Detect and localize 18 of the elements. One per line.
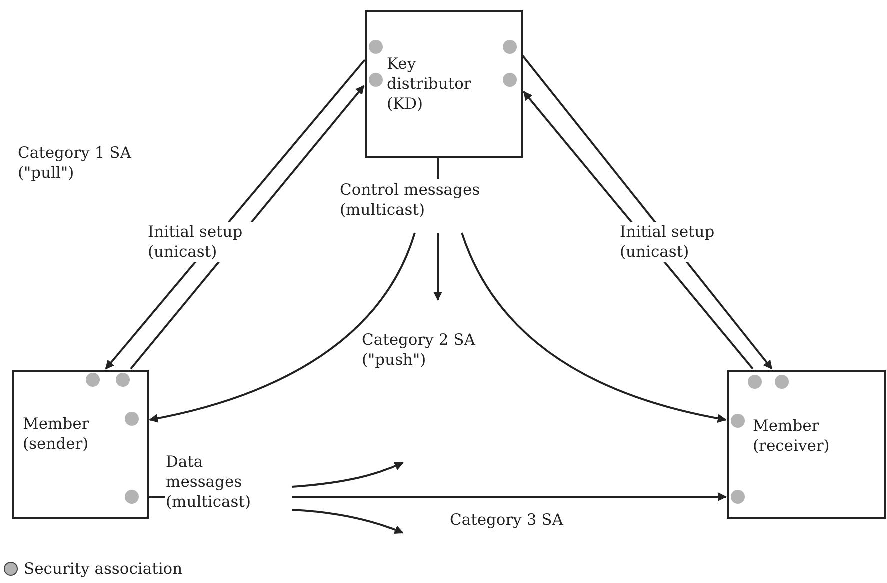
category-label: Category 3 SA xyxy=(450,510,565,530)
process-box xyxy=(727,370,886,519)
legend-label: Security association xyxy=(24,559,183,580)
arrow xyxy=(292,462,404,488)
arrow xyxy=(292,509,404,534)
arrow xyxy=(149,232,416,423)
arrow xyxy=(292,492,727,502)
node-label: Member (receiver) xyxy=(753,416,831,456)
message-label: Data messages (multicast) xyxy=(166,452,290,534)
arrow xyxy=(461,232,727,423)
node-label: Member (sender) xyxy=(23,414,90,454)
category-label: Category 1 SA ("pull") xyxy=(18,143,133,184)
message-label: Control messages (multicast) xyxy=(340,180,490,226)
node-label: Key distributor (KD) xyxy=(387,54,472,114)
arrow xyxy=(434,233,442,301)
process-box xyxy=(12,370,149,519)
process-box xyxy=(365,10,523,158)
category-label: Category 2 SA ("push") xyxy=(362,330,477,370)
